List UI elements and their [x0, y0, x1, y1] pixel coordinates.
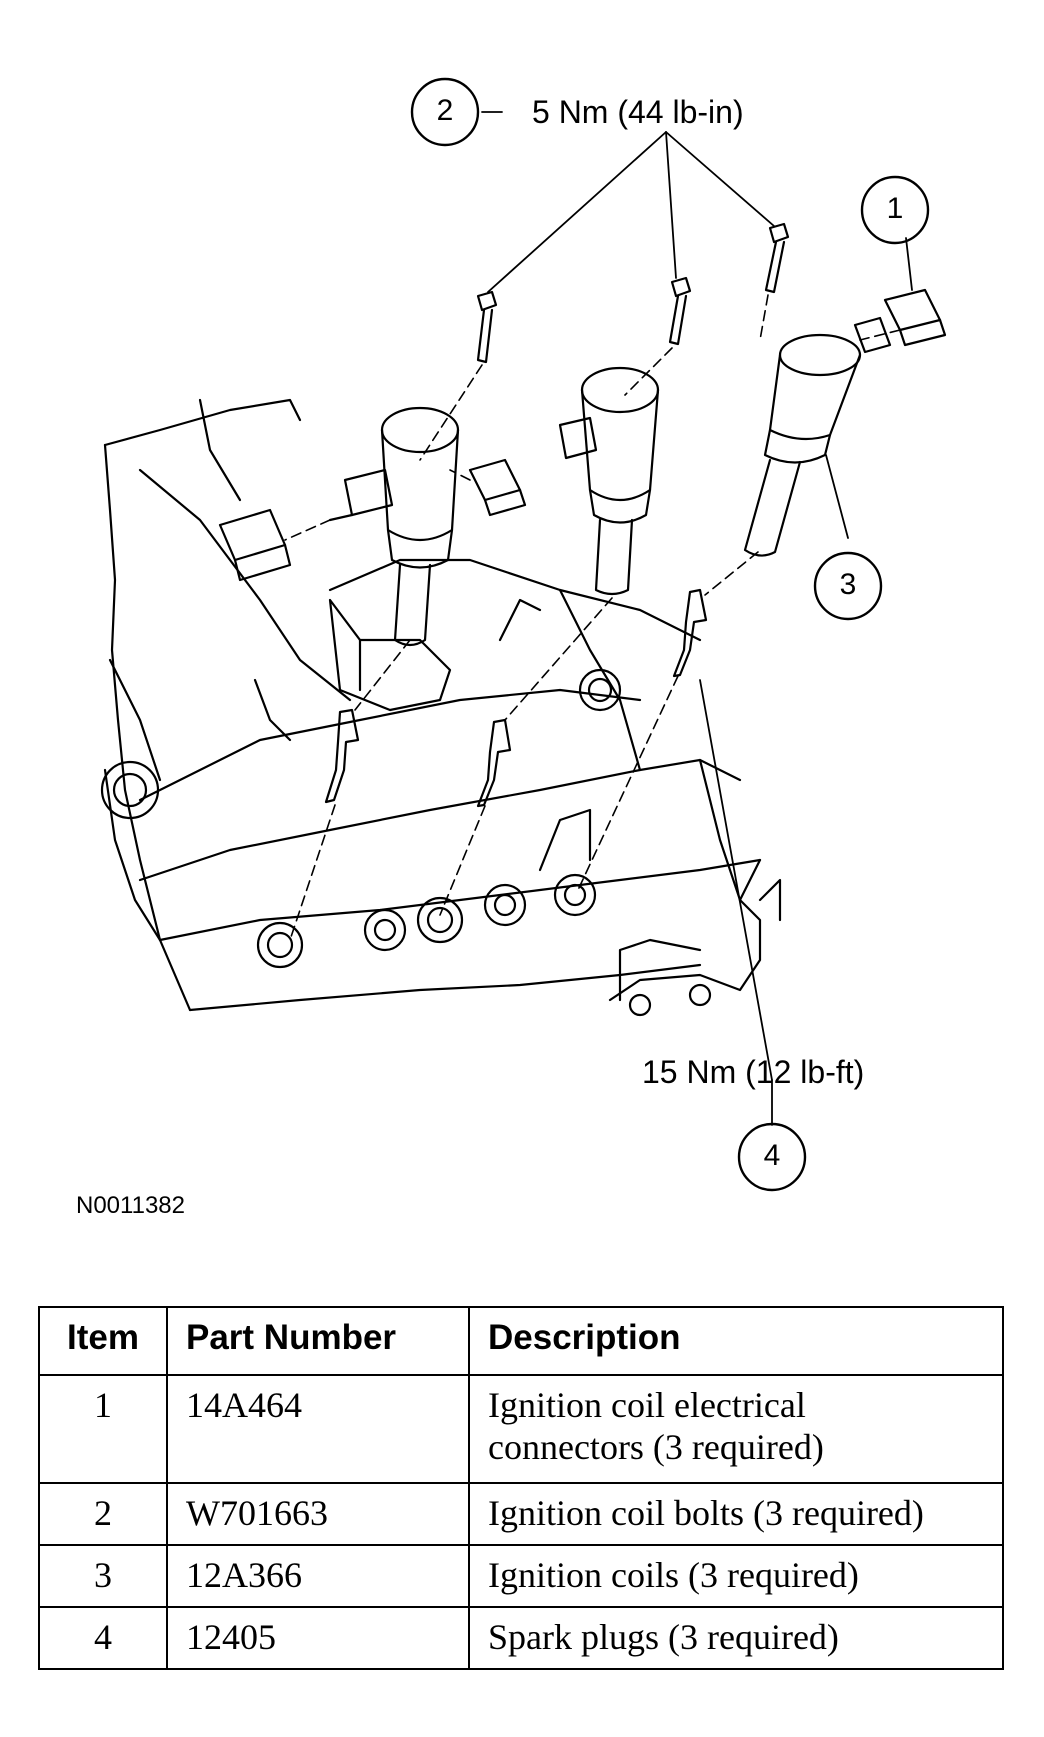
- cell-description: Ignition coils (3 required): [468, 1544, 1004, 1608]
- table-row: 2 W701663 Ignition coil bolts (3 require…: [38, 1482, 1004, 1546]
- header-item: Item: [38, 1306, 168, 1376]
- table-row: 3 12A366 Ignition coils (3 required): [38, 1544, 1004, 1608]
- cell-part-number: 12405: [166, 1606, 470, 1670]
- header-description: Description: [468, 1306, 1004, 1376]
- callout-torque-bolts: 5 Nm (44 lb-in): [532, 94, 744, 130]
- cell-description: Ignition coil bolts (3 required): [468, 1482, 1004, 1546]
- callout-circle-2: [410, 77, 480, 147]
- callout-leaders: [481, 111, 913, 1126]
- parts-table: Item Part Number Description 1 14A464 Ig…: [38, 1306, 1004, 1670]
- engine-block: [100, 398, 782, 1017]
- cell-part-number: W701663: [166, 1482, 470, 1546]
- ignition-coil-connector-3: [218, 508, 292, 582]
- table-header-row: Item Part Number Description: [38, 1306, 1004, 1376]
- coil-bolt-center: [668, 276, 692, 346]
- callout-number-1: 1: [886, 192, 904, 225]
- cell-item: 2: [38, 1482, 168, 1546]
- figure-id: N0011382: [76, 1192, 185, 1219]
- callout-number-3: 3: [839, 568, 857, 601]
- alignment-lines: [284, 294, 901, 941]
- spark-plug-left: [324, 708, 360, 804]
- ignition-coil-center: [558, 366, 660, 596]
- table-row: 4 12405 Spark plugs (3 required): [38, 1606, 1004, 1670]
- callout-torque-spark-plugs: 15 Nm (12 lb-ft): [642, 1054, 865, 1090]
- ignition-coil-right: [743, 316, 892, 557]
- ignition-coil-diagram: 2 5 Nm (44 lb-in) 1 3 15 Nm (12 lb-ft) 4: [100, 77, 947, 1192]
- spark-plug-right: [672, 588, 708, 678]
- header-part-number: Part Number: [166, 1306, 470, 1376]
- cell-item: 3: [38, 1544, 168, 1608]
- cell-description: Ignition coil electrical connectors (3 r…: [468, 1374, 1004, 1484]
- callout-circle-4: [737, 1122, 807, 1192]
- callout-number-4: 4: [763, 1139, 781, 1172]
- coil-bolt-left: [476, 290, 498, 364]
- ignition-coil-connector-2: [468, 458, 527, 517]
- callout-circle-1: [860, 175, 930, 245]
- cell-item: 4: [38, 1606, 168, 1670]
- callout-number-2: 2: [436, 94, 454, 127]
- callout-circle-3: [813, 551, 883, 621]
- table-row: 1 14A464 Ignition coil electrical connec…: [38, 1374, 1004, 1484]
- cell-description: Spark plugs (3 required): [468, 1606, 1004, 1670]
- cell-part-number: 12A366: [166, 1544, 470, 1608]
- ignition-coil-left: [328, 406, 460, 647]
- coil-bolt-right: [764, 222, 790, 294]
- ignition-coil-connector-1: [883, 288, 947, 347]
- spark-plug-center: [476, 718, 512, 808]
- cell-item: 1: [38, 1374, 168, 1484]
- cell-part-number: 14A464: [166, 1374, 470, 1484]
